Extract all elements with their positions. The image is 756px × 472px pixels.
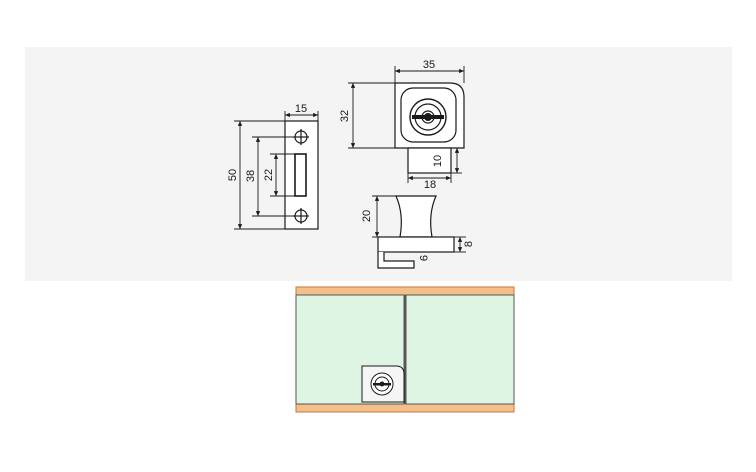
screw-hole-icon [293, 129, 309, 145]
knob-side-drawing [372, 195, 466, 269]
lock-neck [407, 147, 452, 174]
dimension-knob-height [372, 195, 396, 238]
strike-plate-slot [294, 153, 307, 197]
dimension-knob-base [454, 236, 466, 253]
label-lock-width: 35 [423, 59, 435, 71]
installed-lock [361, 365, 405, 403]
glass-door-right [405, 294, 515, 405]
label-lock-height: 32 [339, 110, 351, 122]
label-knob-height: 20 [361, 210, 373, 222]
knob-body [395, 195, 437, 238]
keyhole-icon [409, 98, 447, 136]
label-strike-height: 50 [227, 169, 239, 181]
lock-front-drawing [348, 66, 465, 183]
label-lock-neck-height: 10 [432, 155, 444, 167]
glass-door-left [295, 294, 405, 405]
dimension-lock-neck-height [451, 147, 462, 174]
label-knob-base: 8 [463, 241, 475, 247]
screw-hole-icon [293, 208, 309, 224]
dimension-strike-height [234, 120, 285, 230]
keyhole-icon [370, 372, 394, 396]
knob-clip [377, 252, 415, 269]
strike-plate-drawing [234, 111, 319, 230]
label-strike-width: 15 [295, 103, 307, 115]
dimension-strike-outer-spacing [252, 136, 295, 217]
dimension-lock-height [348, 82, 395, 149]
installation-illustration [295, 286, 515, 413]
dimension-strike-width [284, 111, 319, 121]
label-lock-neck-width: 18 [424, 179, 436, 191]
knob-base [377, 236, 455, 253]
dimension-strike-inner-spacing [270, 153, 295, 197]
label-strike-outer-spacing: 38 [245, 170, 257, 182]
label-knob-clip: 9 [417, 255, 429, 261]
dimension-lock-width [394, 66, 465, 83]
label-strike-inner-spacing: 22 [263, 169, 275, 181]
bottom-shelf [295, 403, 515, 413]
top-shelf [295, 286, 515, 296]
dimension-lock-neck-width [407, 173, 452, 183]
